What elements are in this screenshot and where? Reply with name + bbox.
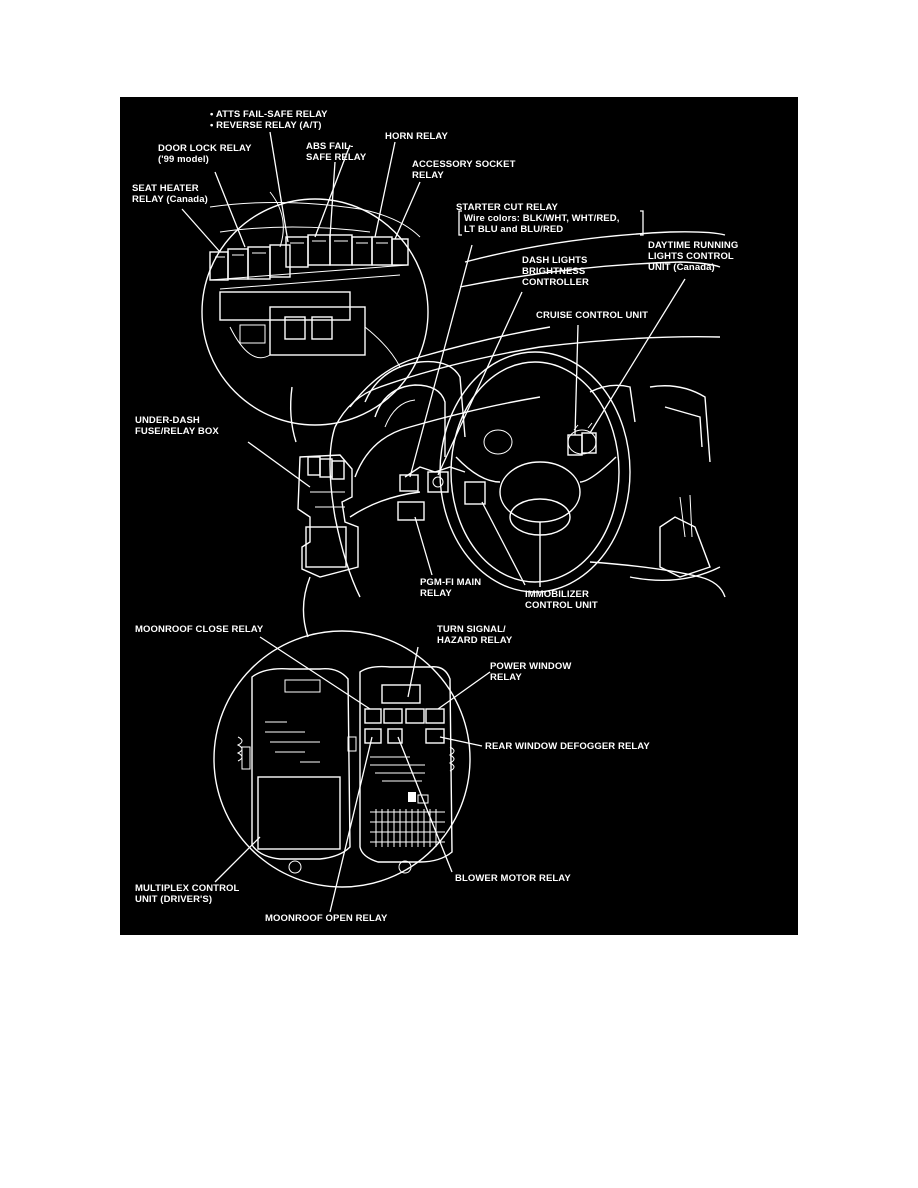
fuse-box-detail-circle-bottom bbox=[213, 630, 471, 888]
under-dash-fuse-box bbox=[297, 454, 359, 578]
leader-lines bbox=[181, 131, 686, 913]
multiplex-control-unit-shape bbox=[241, 667, 357, 874]
label-starter-cut-relay: STARTER CUT RELAY bbox=[456, 202, 558, 213]
drl-control-unit-shape bbox=[581, 432, 597, 454]
label-accessory-socket-relay: ACCESSORY SOCKET RELAY bbox=[412, 159, 516, 181]
relay-detail-circle-top bbox=[201, 191, 429, 426]
label-under-dash-fuse-relay-box: UNDER-DASH FUSE/RELAY BOX bbox=[135, 415, 219, 437]
label-door-lock-relay: DOOR LOCK RELAY ('99 model) bbox=[158, 143, 252, 165]
immobilizer-unit-shape bbox=[464, 481, 486, 505]
fuse-grid bbox=[370, 809, 445, 847]
label-atts-fail-safe-relay: • ATTS FAIL-SAFE RELAY • REVERSE RELAY (… bbox=[210, 109, 328, 131]
diagram-drawing bbox=[181, 131, 726, 913]
relay-row-top bbox=[209, 234, 409, 290]
label-pgm-fi-main-relay: PGM-FI MAIN RELAY bbox=[420, 577, 482, 599]
label-dash-lights-brightness-controller: DASH LIGHTS BRIGHTNESS CONTROLLER bbox=[522, 255, 589, 288]
label-seat-heater-relay: SEAT HEATER RELAY (Canada) bbox=[132, 183, 208, 205]
fuse-relay-box-shape bbox=[359, 665, 455, 874]
dashboard-drawing bbox=[329, 231, 726, 598]
label-cruise-control-unit: CRUISE CONTROL UNIT bbox=[536, 310, 649, 321]
dash-lights-controller-shape bbox=[427, 471, 449, 493]
label-multiplex-control-unit: MULTIPLEX CONTROL UNIT (DRIVER'S) bbox=[135, 883, 240, 905]
relay-locator-diagram: • ATTS FAIL-SAFE RELAY • REVERSE RELAY (… bbox=[120, 97, 798, 935]
label-rear-window-defogger-relay: REAR WINDOW DEFOGGER RELAY bbox=[485, 741, 650, 752]
starter-cut-relay-shape bbox=[399, 474, 419, 492]
label-moonroof-close-relay: MOONROOF CLOSE RELAY bbox=[135, 624, 264, 635]
label-blower-motor-relay: BLOWER MOTOR RELAY bbox=[455, 873, 571, 884]
pgm-fi-relay-shape bbox=[397, 501, 425, 521]
label-drl-control-unit: DAYTIME RUNNING LIGHTS CONTROL UNIT (Can… bbox=[648, 240, 739, 273]
label-horn-relay: HORN RELAY bbox=[385, 131, 448, 142]
label-power-window-relay: POWER WINDOW RELAY bbox=[490, 661, 572, 683]
label-starter-cut-wire-colors: Wire colors: BLK/WHT, WHT/RED, LT BLU an… bbox=[464, 213, 620, 235]
label-immobilizer-control-unit: IMMOBILIZER CONTROL UNIT bbox=[525, 589, 598, 611]
label-moonroof-open-relay: MOONROOF OPEN RELAY bbox=[265, 913, 388, 924]
label-abs-fail-safe-relay: ABS FAIL- SAFE RELAY bbox=[306, 141, 367, 163]
label-turn-signal-hazard-relay: TURN SIGNAL/ HAZARD RELAY bbox=[437, 624, 513, 646]
